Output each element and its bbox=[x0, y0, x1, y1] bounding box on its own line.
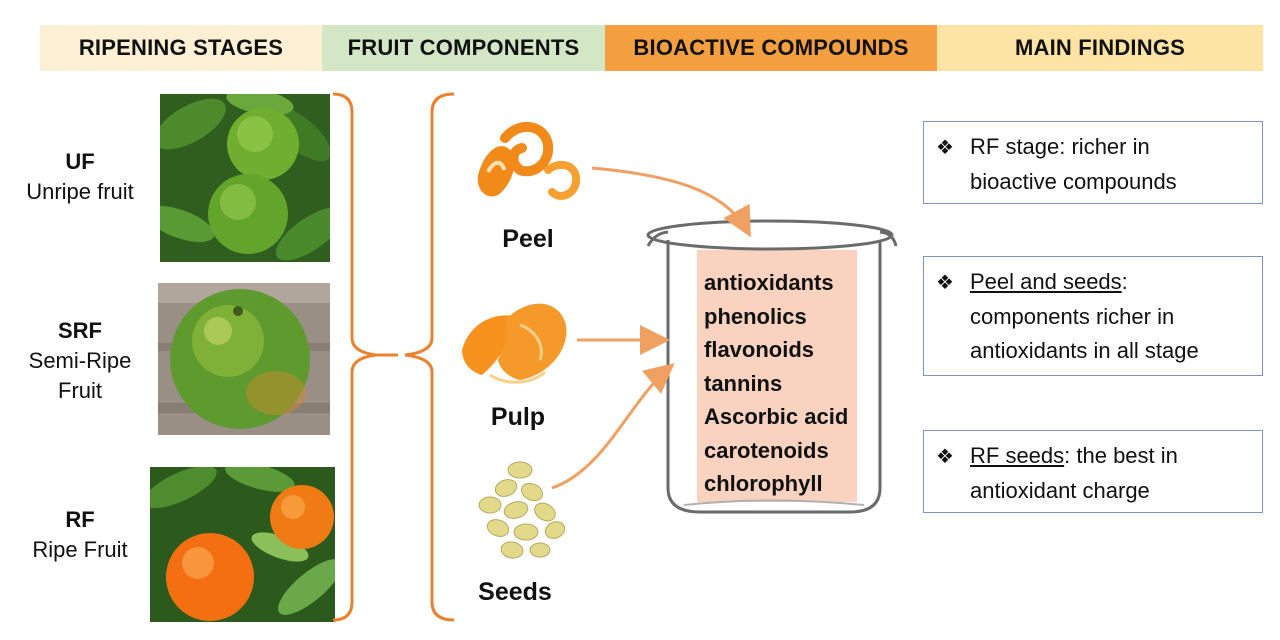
compound-item: chlorophyll bbox=[704, 471, 823, 496]
finding-text: bioactive compounds bbox=[970, 169, 1177, 194]
component-label-seeds: Seeds bbox=[478, 578, 552, 606]
stage-full-name: Semi-Ripe bbox=[28, 348, 132, 373]
compound-item: phenolics bbox=[704, 303, 807, 329]
finding-text: antioxidant charge bbox=[970, 478, 1150, 503]
header-main-findings: MAIN FINDINGS bbox=[937, 25, 1263, 71]
stage-label-srf: SRF Semi-Ripe Fruit bbox=[0, 316, 160, 406]
stage-abbr: SRF bbox=[58, 318, 102, 343]
finding-text: RF stage: richer in bbox=[970, 134, 1150, 159]
peel-image bbox=[477, 121, 581, 200]
component-label-peel: Peel bbox=[502, 225, 554, 253]
finding-text: antioxidants in all stage bbox=[970, 338, 1199, 363]
header-fruit-components: FRUIT COMPONENTS bbox=[322, 25, 605, 71]
pulp-image bbox=[462, 303, 567, 384]
compound-item: tannins bbox=[704, 370, 783, 396]
stage-label-rf: RF Ripe Fruit bbox=[0, 505, 160, 565]
stage-full-name: Unripe fruit bbox=[26, 179, 134, 204]
components-bracket bbox=[404, 92, 455, 622]
stage-abbr: UF bbox=[65, 149, 95, 174]
compound-item: Ascorbic acid bbox=[704, 404, 849, 429]
finding-box-2: ❖ Peel and seeds: components richer in an… bbox=[923, 256, 1263, 376]
diamond-bullet-icon: ❖ bbox=[936, 137, 954, 159]
component-label-pulp: Pulp bbox=[490, 403, 546, 431]
arrow-peel-to-beaker bbox=[591, 166, 751, 238]
seeds-image bbox=[478, 461, 566, 559]
compound-item: antioxidants bbox=[704, 270, 834, 295]
stage-abbr: RF bbox=[65, 507, 95, 532]
finding-highlight: RF seeds bbox=[970, 443, 1065, 468]
finding-box-1: ❖ RF stage: richer in bioactive compounds bbox=[923, 121, 1263, 204]
stages-bracket bbox=[332, 92, 377, 622]
header-bioactive-compounds: BIOACTIVE COMPOUNDS bbox=[605, 25, 937, 71]
diamond-bullet-icon: ❖ bbox=[936, 446, 954, 468]
finding-text: : bbox=[1121, 269, 1128, 294]
diamond-bullet-icon: ❖ bbox=[936, 272, 954, 294]
photo-unripe-fruit bbox=[160, 94, 330, 262]
stage-full-name: Fruit bbox=[58, 378, 102, 403]
photo-ripe-fruit bbox=[150, 467, 335, 622]
finding-text: components richer in bbox=[970, 304, 1175, 329]
finding-text: : the best in bbox=[1064, 443, 1178, 468]
photo-semi-ripe-fruit bbox=[158, 283, 330, 435]
compound-item: carotenoids bbox=[704, 437, 829, 463]
header-ripening-stages: RIPENING STAGES bbox=[40, 25, 322, 71]
finding-box-3: ❖ RF seeds: the best in antioxidant charg… bbox=[923, 430, 1263, 513]
stage-full-name: Ripe Fruit bbox=[32, 537, 128, 562]
compound-item: flavonoids bbox=[704, 337, 815, 362]
finding-highlight: Peel and seeds bbox=[970, 269, 1122, 294]
stage-label-uf: UF Unripe fruit bbox=[0, 147, 160, 207]
compounds-list: antioxidants phenolics flavonoids tannin… bbox=[704, 266, 848, 501]
